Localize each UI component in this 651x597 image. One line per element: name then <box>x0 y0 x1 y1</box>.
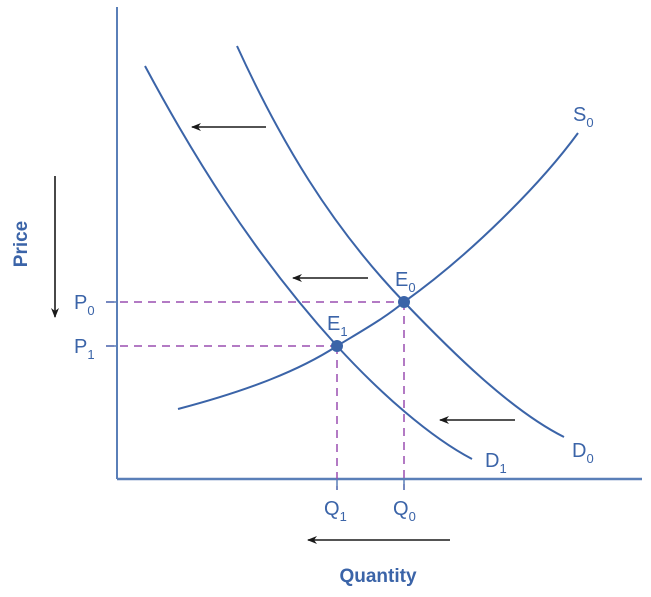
label-e1: E1 <box>327 313 348 339</box>
dashed-guides <box>106 301 405 490</box>
label-d1: D1 <box>485 450 507 476</box>
equilibrium-point-e1 <box>331 340 343 352</box>
tick-label-q0: Q0 <box>393 498 416 524</box>
tick-label-p1: P1 <box>74 336 95 362</box>
label-s0: S0 <box>573 104 594 130</box>
demand-curve-d1 <box>144 65 473 460</box>
tick-label-q1: Q1 <box>324 498 347 524</box>
demand-curve-d0 <box>236 45 565 438</box>
x-axis-title: Quantity <box>339 566 416 587</box>
label-d0: D0 <box>572 440 594 466</box>
y-axis-title: Price <box>11 221 32 267</box>
equilibrium-point-e0 <box>398 296 410 308</box>
shift-arrows <box>51 123 515 544</box>
tick-label-p0: P0 <box>74 292 95 318</box>
supply-curve-s0 <box>177 132 579 410</box>
label-e0: E0 <box>395 269 416 295</box>
